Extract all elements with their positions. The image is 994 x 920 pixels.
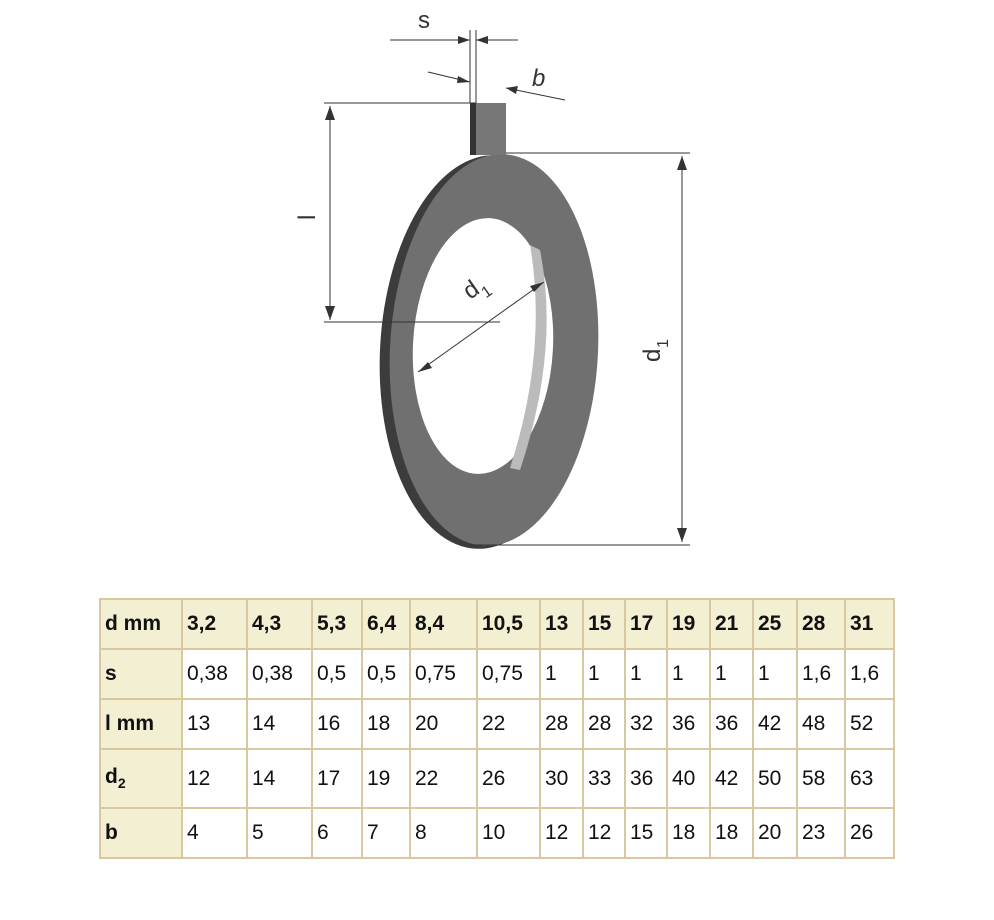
table-cell: 20 (752, 807, 798, 859)
table-cell: 48 (796, 698, 846, 750)
table-cell: 17 (624, 598, 668, 650)
table-cell: 1 (752, 648, 798, 700)
table-cell: 42 (752, 698, 798, 750)
table-cell: 12 (181, 748, 248, 809)
table-cell: 4,3 (246, 598, 313, 650)
label-b: b (532, 65, 545, 92)
table-cell: 25 (752, 598, 798, 650)
row-header-label: d mm (105, 612, 162, 635)
row-header-label: d (105, 765, 118, 789)
table-cell: 28 (539, 698, 584, 750)
table-cell: 18 (709, 807, 754, 859)
table-cell: 1,6 (796, 648, 846, 700)
table-cell: 22 (409, 748, 478, 809)
table-cell: 17 (311, 748, 363, 809)
table-cell: 16 (311, 698, 363, 750)
table-cell: 28 (796, 598, 846, 650)
row-header-subscript: 2 (117, 775, 126, 792)
table-cell: 3,2 (181, 598, 248, 650)
table-cell: 5,3 (311, 598, 363, 650)
table-cell: 5 (246, 807, 313, 859)
table-cell: 28 (582, 698, 626, 750)
table-cell: 10 (476, 807, 541, 859)
table-cell: 1 (624, 648, 668, 700)
table-cell: 36 (666, 698, 711, 750)
table-cell: 58 (796, 748, 846, 809)
label-l: l (294, 215, 321, 220)
table-cell: 1 (582, 648, 626, 700)
table-cell: 52 (844, 698, 895, 750)
table-cell: 14 (246, 748, 313, 809)
washer (379, 103, 599, 549)
table-cell: 32 (624, 698, 668, 750)
table-cell: 31 (844, 598, 895, 650)
table-cell: 4 (181, 807, 248, 859)
table-cell: 15 (582, 598, 626, 650)
table-cell: 30 (539, 748, 584, 809)
label-d-outer-sub: 1 (655, 339, 672, 348)
table-cell: 13 (181, 698, 248, 750)
table-cell: 26 (476, 748, 541, 809)
row-header: d mm (99, 598, 183, 650)
table-cell: 0,75 (409, 648, 478, 700)
label-d-outer: d (639, 349, 666, 362)
table-cell: 12 (582, 807, 626, 859)
table-cell: 1,6 (844, 648, 895, 700)
table-cell: 0,38 (246, 648, 313, 700)
table-cell: 10,5 (476, 598, 541, 650)
table-cell: 36 (624, 748, 668, 809)
table-cell: 0,5 (311, 648, 363, 700)
row-header: l mm (99, 698, 183, 750)
table-cell: 40 (666, 748, 711, 809)
table-cell: 18 (361, 698, 411, 750)
row-header: b (99, 807, 183, 859)
table-cell: 36 (709, 698, 754, 750)
table-cell: 0,75 (476, 648, 541, 700)
table-cell: 13 (539, 598, 584, 650)
table-cell: 22 (476, 698, 541, 750)
row-header-label: s (105, 662, 117, 685)
table-cell: 20 (409, 698, 478, 750)
row-header: s (99, 648, 183, 700)
table-cell: 1 (709, 648, 754, 700)
label-s: s (418, 7, 430, 34)
arrowheads (325, 36, 687, 542)
table-cell: 23 (796, 807, 846, 859)
table-cell: 8 (409, 807, 478, 859)
table-cell: 6,4 (361, 598, 411, 650)
table-cell: 0,5 (361, 648, 411, 700)
row-header-label: l mm (105, 712, 155, 735)
row-header: d2 (99, 748, 183, 809)
table-cell: 6 (311, 807, 363, 859)
table-cell: 1 (666, 648, 711, 700)
table-cell: 18 (666, 807, 711, 859)
table-cell: 26 (844, 807, 895, 859)
table-cell: 19 (361, 748, 411, 809)
table-cell: 15 (624, 807, 668, 859)
table-cell: 8,4 (409, 598, 478, 650)
table-cell: 33 (582, 748, 626, 809)
table-cell: 1 (539, 648, 584, 700)
table-cell: 12 (539, 807, 584, 859)
table-cell: 19 (666, 598, 711, 650)
row-header-label: b (105, 821, 118, 844)
table-cell: 0,38 (181, 648, 248, 700)
table-cell: 63 (844, 748, 895, 809)
table-cell: 42 (709, 748, 754, 809)
table-cell: 7 (361, 807, 411, 859)
table-cell: 21 (709, 598, 754, 650)
table-cell: 14 (246, 698, 313, 750)
table-cell: 50 (752, 748, 798, 809)
washer-diagram: s b l d 1 d 1 (294, 7, 690, 549)
